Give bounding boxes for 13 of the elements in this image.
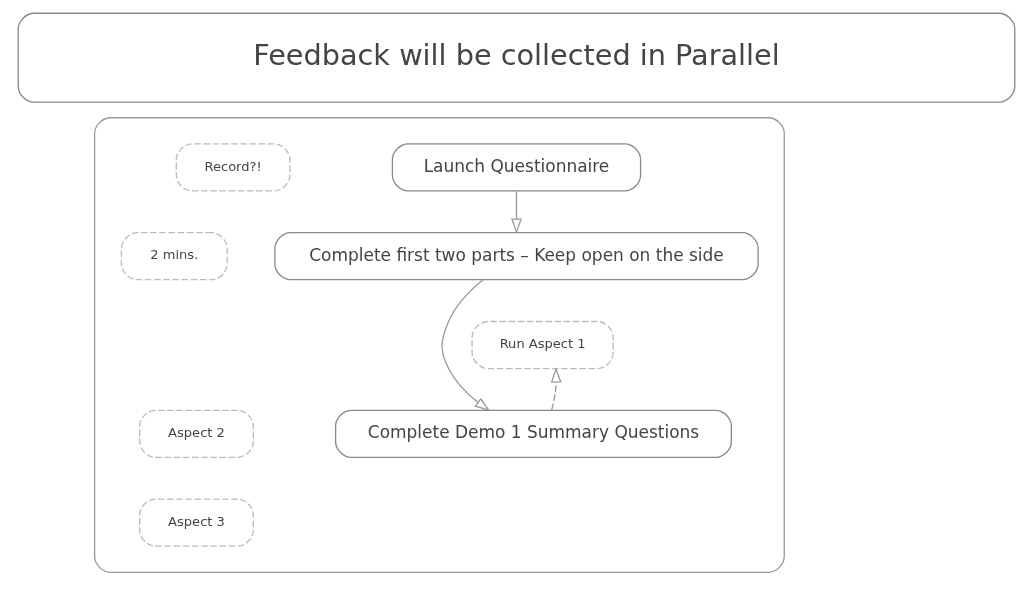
node-box: Complete first two parts – Keep open on the side — [274, 232, 759, 281]
arrow — [550, 367, 562, 411]
node-box: Run Aspect 1 — [471, 320, 614, 370]
node-box: Record?! — [175, 143, 291, 192]
node-box: Aspect 2 — [139, 409, 254, 458]
node-box: Complete Demo 1 Summary Questions — [334, 409, 732, 458]
node-box: Aspect 3 — [139, 498, 254, 547]
arrow — [441, 279, 491, 412]
node-box: Launch Questionnaire — [391, 143, 642, 192]
node-box: Feedback will be collected in Parallel — [17, 12, 1016, 103]
arrow — [511, 190, 522, 235]
node-box: 2 mins. — [120, 232, 228, 281]
cluster — [93, 117, 785, 573]
